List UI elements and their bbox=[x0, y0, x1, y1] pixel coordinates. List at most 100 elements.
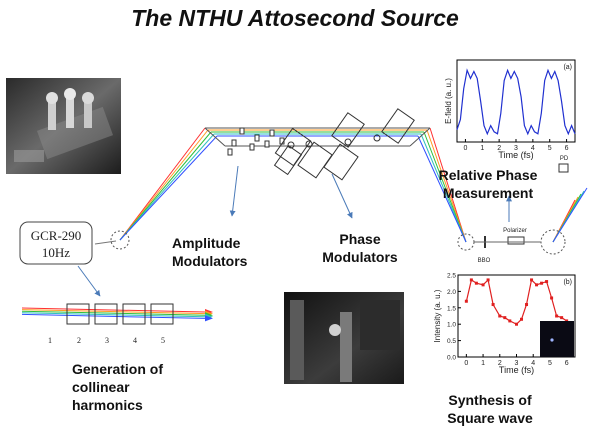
data-point bbox=[530, 278, 534, 282]
optical-table-photo bbox=[6, 78, 121, 174]
x-tick-label: 2 bbox=[498, 360, 502, 367]
phase-label-line2: Modulators bbox=[322, 249, 398, 265]
data-point bbox=[520, 317, 524, 321]
beam-left-1 bbox=[119, 129, 209, 241]
gcr-rate: 10Hz bbox=[42, 245, 70, 260]
relative-phase-label-line2: Measurement bbox=[443, 185, 534, 201]
cell-5 bbox=[150, 303, 174, 325]
data-point bbox=[464, 299, 468, 303]
amplitude-label-line1: Amplitude bbox=[172, 235, 241, 251]
cell-4 bbox=[122, 303, 146, 325]
y-tick-label: 2.0 bbox=[447, 289, 456, 296]
data-point bbox=[508, 319, 512, 323]
cell-2 bbox=[66, 303, 90, 325]
x-axis-label: Time (fs) bbox=[499, 365, 534, 375]
beam-out-4 bbox=[552, 187, 588, 243]
data-point bbox=[540, 281, 544, 285]
data-point bbox=[535, 283, 539, 287]
cell-number: 1 bbox=[48, 336, 52, 345]
x-tick-label: 1 bbox=[481, 360, 485, 367]
data-point bbox=[565, 319, 569, 323]
x-tick-label: 6 bbox=[565, 360, 569, 367]
data-point bbox=[469, 278, 473, 282]
optics-small-labels: PD Polarizer BBO bbox=[474, 156, 569, 264]
x-tick-label: 0 bbox=[463, 145, 467, 152]
cell-number: 3 bbox=[105, 336, 109, 345]
data-point bbox=[550, 296, 554, 300]
data-point bbox=[491, 303, 495, 307]
data-point bbox=[515, 322, 518, 326]
x-tick-label: 5 bbox=[548, 145, 552, 152]
generation-label-line2: collinear bbox=[72, 379, 130, 395]
x-tick-label: 4 bbox=[531, 145, 535, 152]
data-point bbox=[498, 314, 502, 318]
cell-number: 4 bbox=[133, 336, 137, 345]
y-tick-label: 2.5 bbox=[447, 273, 456, 280]
intensity-chart: 0 1 2 3 4 5 6 0.0 0.5 1.0 1.5 2.0 2.5 (b) Time (fs) Int… bbox=[433, 273, 576, 375]
y-axis-label: Intensity (a. u.) bbox=[433, 289, 442, 342]
data-point bbox=[545, 280, 549, 284]
lab-setup-photo bbox=[284, 292, 404, 384]
generation-label-line1: Generation of bbox=[72, 361, 163, 377]
phase-label-line1: Phase bbox=[339, 231, 380, 247]
data-point bbox=[555, 314, 559, 318]
synthesis-label-line2: Square wave bbox=[447, 410, 533, 426]
x-tick-label: 5 bbox=[548, 360, 552, 367]
beam-right-2 bbox=[423, 131, 467, 243]
panel-label: (a) bbox=[563, 64, 572, 71]
x-tick-label: 2 bbox=[497, 145, 501, 152]
data-point bbox=[474, 281, 478, 285]
harmonic-cells: 1 2 3 4 5 bbox=[21, 303, 213, 345]
panel-label: (b) bbox=[563, 279, 572, 286]
phase-modulator-crystals bbox=[273, 108, 415, 181]
data-point bbox=[560, 316, 564, 320]
beam-right-3 bbox=[420, 133, 467, 243]
cell-3 bbox=[94, 303, 118, 325]
y-tick-label: 1.0 bbox=[447, 322, 456, 329]
section-labels: Amplitude Modulators Phase Modulators Re… bbox=[72, 167, 538, 426]
x-tick-label: 4 bbox=[531, 360, 535, 367]
spectral-beams bbox=[94, 127, 588, 245]
beam-right-4 bbox=[417, 135, 467, 243]
x-tick-label: 0 bbox=[464, 360, 468, 367]
x-tick-label: 1 bbox=[480, 145, 484, 152]
beam-left-0 bbox=[119, 127, 206, 241]
synthesis-label-line1: Synthesis of bbox=[448, 392, 532, 408]
x-tick-label: 6 bbox=[565, 145, 569, 152]
relative-phase-label-line1: Relative Phase bbox=[439, 167, 538, 183]
photodiode bbox=[558, 163, 569, 173]
y-tick-label: 1.5 bbox=[447, 305, 456, 312]
x-tick-label: 3 bbox=[515, 360, 519, 367]
amplitude-label-line2: Modulators bbox=[172, 253, 248, 269]
series-line bbox=[456, 68, 576, 136]
gcr-laser-box: GCR-290 10Hz bbox=[19, 221, 93, 265]
x-axis-label: Time (fs) bbox=[498, 150, 533, 160]
data-point bbox=[486, 278, 490, 282]
polarizer bbox=[507, 236, 525, 245]
annotation-arrows bbox=[77, 165, 512, 297]
y-tick-label: 0.5 bbox=[447, 338, 456, 345]
bbo-label: BBO bbox=[478, 258, 491, 264]
generation-label-line3: harmonics bbox=[72, 397, 143, 413]
cell-number: 2 bbox=[77, 336, 81, 345]
y-axis-label: E-field (a. u.) bbox=[444, 78, 453, 124]
polarizer-label: Polarizer bbox=[503, 228, 527, 234]
left-prism bbox=[110, 230, 130, 250]
beam-left-4 bbox=[119, 135, 218, 241]
gcr-model: GCR-290 bbox=[31, 228, 82, 243]
efield-chart: 0 1 2 3 4 5 6 (a) Time (fs) E-field (a. u.) bbox=[444, 59, 576, 160]
data-point bbox=[503, 316, 507, 320]
amplitude-modulator-elements bbox=[227, 127, 285, 156]
cell-number: 5 bbox=[161, 336, 165, 345]
inset-image bbox=[540, 321, 574, 357]
data-point bbox=[481, 283, 485, 287]
x-tick-label: 3 bbox=[514, 145, 518, 152]
slide-title: The NTHU Attosecond Source bbox=[131, 5, 459, 31]
data-point bbox=[525, 303, 529, 307]
beam-left-2 bbox=[119, 131, 212, 241]
pd-label: PD bbox=[560, 156, 569, 162]
inset-spot bbox=[550, 338, 554, 342]
y-tick-label: 0.0 bbox=[447, 355, 456, 362]
